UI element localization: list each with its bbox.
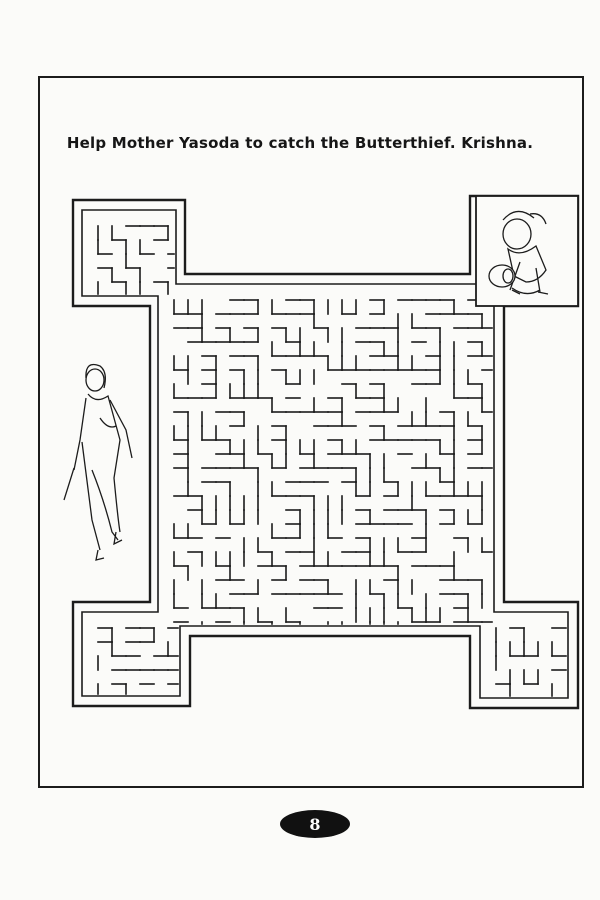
child-figure-icon — [502, 210, 549, 295]
woman-figure-icon — [63, 363, 133, 561]
butter-pot-icon — [488, 264, 541, 295]
maze-outline — [71, 194, 580, 710]
page-number-badge: 8 — [280, 810, 350, 838]
maze-walls — [97, 221, 567, 697]
page-title: Help Mother Yasoda to catch the Butterth… — [66, 134, 534, 152]
page-frame — [38, 76, 584, 788]
